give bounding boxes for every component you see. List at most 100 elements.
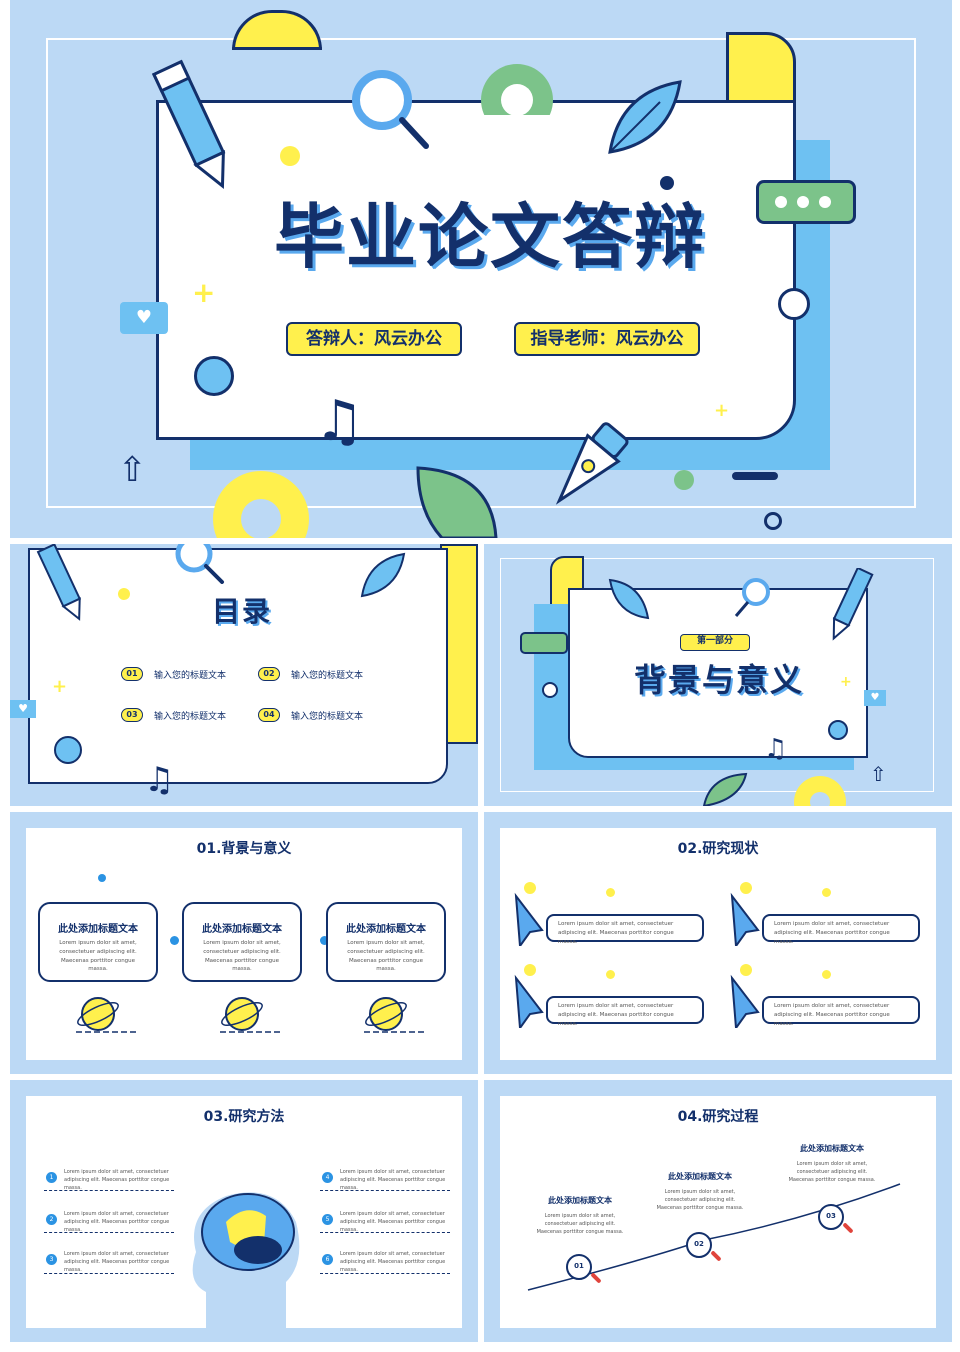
ring-icon	[194, 356, 234, 396]
section-title: 背景与意义	[633, 661, 804, 699]
yellow-dot	[606, 970, 615, 979]
slide-content	[500, 1096, 936, 1328]
yellow-dot	[280, 146, 300, 166]
step-title-1: 此处添加标题文本	[548, 1196, 612, 1205]
leaf-icon	[360, 552, 406, 598]
flag-icon	[730, 964, 760, 1028]
magnifier-icon	[175, 544, 224, 584]
blue-dot	[98, 874, 106, 882]
leaf-icon	[608, 80, 682, 154]
background-slide[interactable]: 01.背景与意义 此处添加标题文本 Lorem ipsum dolor sit …	[10, 812, 478, 1074]
status-text: Lorem ipsum dolor sit amet, consectetuer…	[774, 1003, 890, 1027]
upload-icon: ⇧	[118, 450, 147, 490]
gear-icon	[794, 776, 846, 806]
card-title: 此处添加标题文本	[202, 924, 282, 935]
card-body: Lorem ipsum dolor sit amet, consectetuer…	[59, 940, 137, 973]
card-title: 此处添加标题文本	[346, 924, 426, 935]
method-text-3: Lorem ipsum dolor sit amet, consectetuer…	[64, 1251, 170, 1273]
card-body: Lorem ipsum dolor sit amet, consectetuer…	[347, 940, 425, 973]
method-num-3: 3	[46, 1254, 57, 1265]
cover-slide[interactable]: ♥ + + 毕业论文答辩 答辩人：风云办公 指导老师：风云办公 ♫ ⇧	[10, 0, 952, 538]
leaf-icon	[702, 772, 748, 806]
step-body-2: Lorem ipsum dolor sit amet, consectetuer…	[656, 1189, 744, 1211]
divider-line	[44, 1232, 174, 1233]
pencil-icon	[36, 544, 82, 621]
advisor-badge: 指导老师：风云办公	[514, 322, 700, 356]
ring-icon	[542, 682, 558, 698]
status-slide[interactable]: 02.研究现状 Lorem ipsum dolor sit amet, cons…	[484, 812, 952, 1074]
gear-icon	[481, 64, 553, 115]
card-title: 此处添加标题文本	[58, 924, 138, 935]
method-num-4: 4	[322, 1172, 333, 1183]
method-num-6: 6	[322, 1254, 333, 1265]
toc-item-4[interactable]: 输入您的标题文本	[291, 712, 364, 722]
step-body-1: Lorem ipsum dolor sit amet, consectetuer…	[536, 1213, 624, 1235]
status-box-3: Lorem ipsum dolor sit amet, consectetuer…	[546, 996, 704, 1027]
toc-slide[interactable]: 目录 01 输入您的标题文本 02 输入您的标题文本 03 输入您的标题文本 0…	[10, 544, 478, 806]
toc-num-1: 01	[121, 667, 143, 681]
method-text-1: Lorem ipsum dolor sit amet, consectetuer…	[64, 1169, 170, 1191]
method-num-5: 5	[322, 1214, 333, 1225]
yellow-dot	[822, 970, 831, 979]
slide-title: 02.研究现状	[677, 841, 759, 857]
process-slide[interactable]: 04.研究过程 此处添加标题文本 Lorem ipsum dolor sit a…	[484, 1080, 952, 1342]
pencil-icon	[832, 568, 874, 641]
toc-title: 目录	[211, 595, 272, 628]
music-note-icon: ♫	[314, 389, 365, 454]
info-card-2: 此处添加标题文本 Lorem ipsum dolor sit amet, con…	[182, 902, 302, 982]
cloud-icon	[232, 10, 322, 50]
planet-icon	[76, 997, 136, 1033]
status-box-1: Lorem ipsum dolor sit amet, consectetuer…	[546, 914, 704, 945]
section-slide[interactable]: 第一部分 背景与意义 + ♥ ♫ ⇧	[484, 544, 952, 806]
magnifier-icon	[734, 578, 770, 617]
step-title-2: 此处添加标题文本	[668, 1172, 732, 1181]
toc-num-4: 04	[258, 708, 280, 722]
method-num-2: 2	[46, 1214, 57, 1225]
navy-dash	[732, 472, 778, 480]
divider-line	[320, 1190, 450, 1191]
status-box-4: Lorem ipsum dolor sit amet, consectetuer…	[762, 996, 920, 1027]
brain-head-icon	[192, 1192, 300, 1332]
status-text: Lorem ipsum dolor sit amet, consectetuer…	[774, 921, 890, 945]
toc-item-2[interactable]: 输入您的标题文本	[291, 671, 364, 681]
divider-line	[320, 1232, 450, 1233]
divider-line	[44, 1190, 174, 1191]
section-card	[568, 588, 868, 758]
flag-icon	[514, 964, 544, 1028]
planet-icon	[220, 997, 280, 1033]
ring-icon	[778, 288, 810, 320]
pencil-icon	[151, 59, 226, 189]
yellow-dot	[606, 888, 615, 897]
ring-icon	[54, 736, 82, 764]
card-body: Lorem ipsum dolor sit amet, consectetuer…	[203, 940, 281, 973]
method-text-6: Lorem ipsum dolor sit amet, consectetuer…	[340, 1251, 446, 1273]
flag-icon	[514, 882, 544, 946]
slide-title: 03.研究方法	[203, 1109, 285, 1125]
toc-item-3[interactable]: 输入您的标题文本	[154, 712, 227, 722]
music-note-icon: ♫	[144, 760, 175, 800]
ring-icon	[764, 512, 782, 530]
leaf-icon	[608, 578, 650, 620]
pen-nib-icon	[555, 422, 629, 505]
slide-title: 01.背景与意义	[196, 841, 292, 857]
presenter-badge: 答辩人：风云办公	[286, 322, 462, 356]
leaf-icon	[416, 466, 498, 538]
magnifier-icon	[352, 70, 429, 149]
flag-icon	[730, 882, 760, 946]
toc-num-3: 03	[121, 708, 143, 722]
slide-title: 04.研究过程	[677, 1109, 759, 1125]
status-box-2: Lorem ipsum dolor sit amet, consectetuer…	[762, 914, 920, 945]
method-text-5: Lorem ipsum dolor sit amet, consectetuer…	[340, 1211, 446, 1233]
planet-icon	[364, 997, 424, 1033]
method-slide[interactable]: 03.研究方法 1 Lorem ipsum dolor sit amet, co…	[10, 1080, 478, 1342]
method-num-1: 1	[46, 1172, 57, 1183]
divider-line	[320, 1273, 450, 1274]
toc-num-2: 02	[258, 667, 280, 681]
ring-icon	[828, 720, 848, 740]
info-card-3: 此处添加标题文本 Lorem ipsum dolor sit amet, con…	[326, 902, 446, 982]
toc-item-1[interactable]: 输入您的标题文本	[154, 671, 227, 681]
info-card-1: 此处添加标题文本 Lorem ipsum dolor sit amet, con…	[38, 902, 158, 982]
yellow-dot	[118, 588, 130, 600]
step-marker-3: 03	[818, 1204, 844, 1230]
divider-line	[44, 1273, 174, 1274]
